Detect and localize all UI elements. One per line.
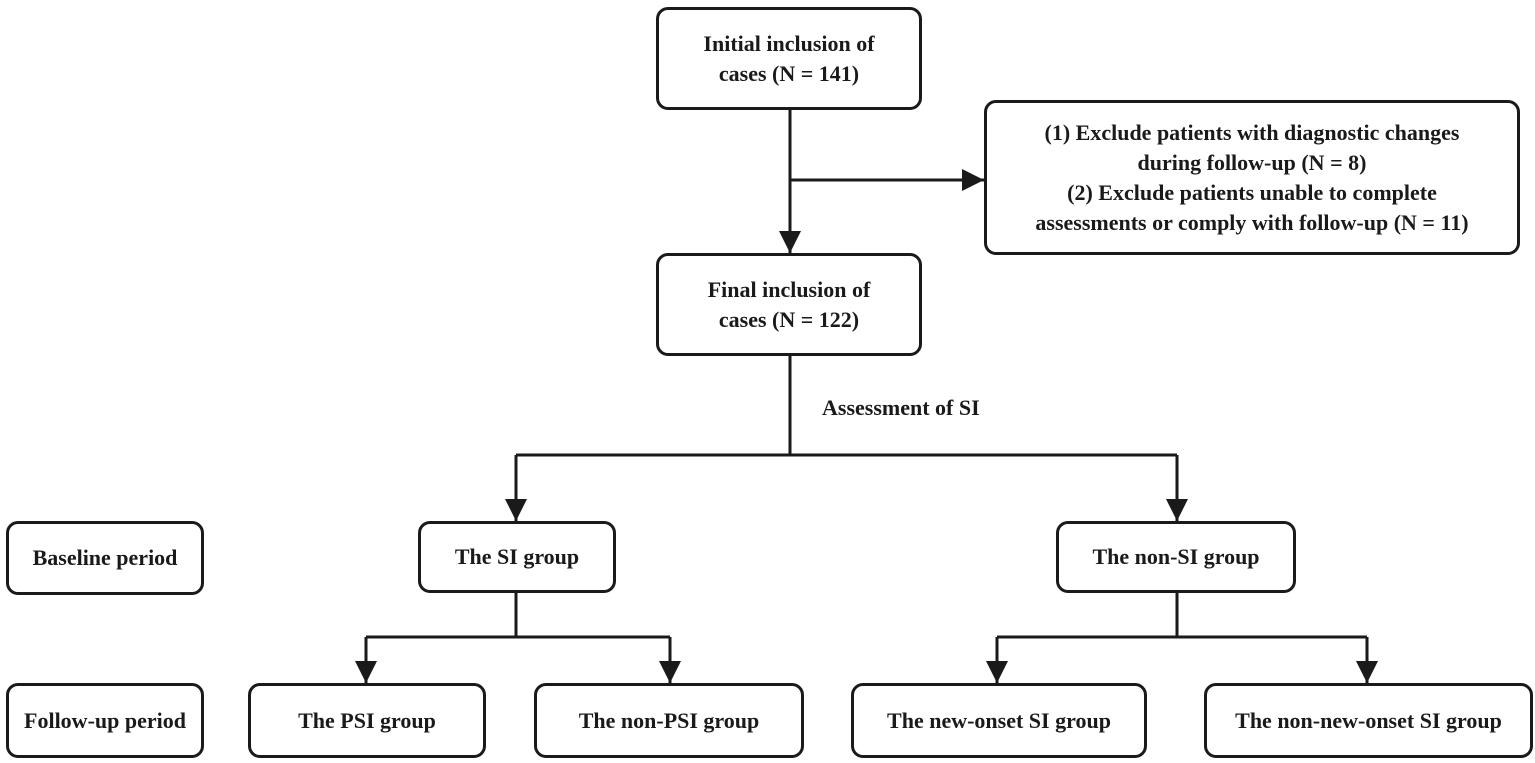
initial-inclusion-box: Initial inclusion of cases (N = 141) (656, 7, 922, 110)
non-new-onset-si-group-label: The non-new-onset SI group (1235, 707, 1502, 733)
exclusion-line-2: during follow-up (N = 8) (1137, 149, 1367, 175)
si-group-box: The SI group (418, 521, 616, 593)
exclusion-line-3: (2) Exclude patients unable to complete (1067, 179, 1437, 205)
non-psi-group-box: The non-PSI group (534, 683, 804, 758)
non-si-group-label: The non-SI group (1092, 544, 1260, 569)
follow-up-period-box: Follow-up period (6, 683, 204, 758)
assessment-label: Assessment of SI (822, 395, 980, 420)
exclusion-line-1: (1) Exclude patients with diagnostic cha… (1044, 119, 1460, 145)
baseline-period-label: Baseline period (32, 545, 178, 570)
initial-inclusion-line-1: Initial inclusion of (703, 30, 875, 56)
baseline-period-box: Baseline period (6, 521, 204, 595)
final-inclusion-line-2: cases (N = 122) (718, 306, 860, 332)
final-inclusion-box: Final inclusion of cases (N = 122) (656, 253, 922, 356)
non-new-onset-si-group-box: The non-new-onset SI group (1204, 683, 1533, 758)
non-si-group-box: The non-SI group (1056, 521, 1296, 593)
non-psi-group-label: The non-PSI group (578, 707, 760, 733)
psi-group-label: The PSI group (298, 707, 436, 733)
initial-inclusion-line-2: cases (N = 141) (718, 60, 860, 86)
psi-group-box: The PSI group (248, 683, 486, 758)
final-inclusion-line-1: Final inclusion of (707, 276, 871, 302)
new-onset-si-group-box: The new-onset SI group (851, 683, 1147, 758)
exclusion-criteria-box: (1) Exclude patients with diagnostic cha… (984, 100, 1520, 255)
follow-up-period-label: Follow-up period (24, 707, 186, 733)
exclusion-line-4: assessments or comply with follow-up (N … (1035, 209, 1469, 235)
si-group-label: The SI group (454, 544, 580, 569)
new-onset-si-group-label: The new-onset SI group (887, 707, 1111, 733)
